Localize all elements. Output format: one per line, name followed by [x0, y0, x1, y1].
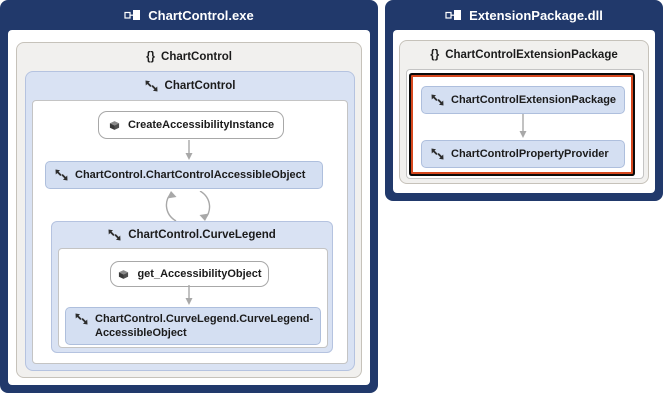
assembly-body: {} ChartControlExtensionPackage	[393, 30, 655, 193]
node-curvelegend-accessibleobject[interactable]: ChartControl.CurveLegend.CurveLegend- Ac…	[65, 307, 321, 345]
class-group-header-curvelegend[interactable]: ChartControl.CurveLegend	[52, 222, 332, 248]
assembly-title: ExtensionPackage.dll	[469, 7, 603, 23]
namespace-header-chartcontrol[interactable]: {} ChartControl	[17, 43, 361, 71]
namespace-header-extensionpackage[interactable]: {} ChartControlExtensionPackage	[400, 41, 648, 69]
node-chartcontrol-accessibleobject[interactable]: ChartControl.ChartControlAccessibleObjec…	[45, 161, 323, 189]
namespace-label: ChartControl	[161, 51, 232, 63]
assembly-icon	[445, 9, 462, 21]
class-group-curvelegend[interactable]: ChartControl.CurveLegend	[51, 221, 333, 353]
node-chartcontrol-extensionpackage[interactable]: ChartControlExtensionPackage	[421, 86, 625, 114]
node-get-accessibility-object[interactable]: get_AccessibilityObject	[110, 261, 269, 287]
edge-create-to-accessibleobject[interactable]	[183, 140, 195, 161]
namespace-label: ChartControlExtensionPackage	[445, 49, 618, 61]
assembly-group-chartcontrol-exe[interactable]: ChartControl.exe {} ChartControl	[0, 0, 378, 393]
class-group-chartcontrol[interactable]: ChartControl Cr	[25, 71, 355, 371]
method-icon	[117, 269, 130, 280]
node-create-accessibility-instance[interactable]: CreateAccessibilityInstance	[98, 111, 284, 139]
class-group-label: ChartControl.CurveLegend	[128, 229, 276, 241]
edge-extensionpackage-to-propertyprovider[interactable]	[517, 114, 529, 139]
node-label: get_AccessibilityObject	[137, 268, 262, 280]
class-group-header-chartcontrol[interactable]: ChartControl	[26, 72, 354, 100]
assembly-icon	[124, 9, 141, 21]
class-group-label: ChartControl	[164, 80, 236, 92]
node-label: ChartControl.ChartControlAccessibleObjec…	[75, 169, 306, 181]
assembly-title: ChartControl.exe	[148, 7, 254, 23]
selection-highlight-group[interactable]: ChartControlExtensionPackage	[411, 75, 633, 174]
namespace-group-chartcontrolextensionpackage[interactable]: {} ChartControlExtensionPackage	[399, 40, 649, 184]
assembly-header-chartcontrol-exe[interactable]: ChartControl.exe	[0, 0, 378, 30]
assembly-body: {} ChartControl ChartControl	[8, 30, 370, 385]
class-icon	[145, 80, 158, 92]
class-icon	[75, 313, 88, 325]
edge-getaccessibility-to-curvelegend-ao[interactable]	[183, 285, 195, 306]
namespace-icon: {}	[146, 51, 156, 63]
class-group-body-curvelegend: get_AccessibilityObject	[58, 248, 328, 348]
node-label: CreateAccessibilityInstance	[127, 119, 275, 131]
namespace-body-extensionpackage: ChartControlExtensionPackage	[406, 69, 644, 179]
namespace-icon: {}	[430, 49, 440, 61]
class-icon	[431, 148, 444, 160]
assembly-group-extensionpackage-dll[interactable]: ExtensionPackage.dll {} ChartControlExte…	[385, 0, 663, 201]
assembly-header-extensionpackage-dll[interactable]: ExtensionPackage.dll	[385, 0, 663, 30]
method-icon	[108, 120, 121, 131]
class-icon	[431, 94, 444, 106]
node-label: ChartControlPropertyProvider	[451, 148, 609, 160]
class-group-body-chartcontrol: CreateAccessibilityInstance	[32, 100, 348, 364]
class-icon	[55, 169, 68, 181]
namespace-group-chartcontrol[interactable]: {} ChartControl ChartControl	[16, 42, 362, 378]
node-label: ChartControlExtensionPackage	[451, 94, 617, 106]
node-chartcontrol-propertyprovider[interactable]: ChartControlPropertyProvider	[421, 140, 625, 168]
node-label: ChartControl.CurveLegend.CurveLegend- Ac…	[95, 313, 314, 339]
edge-cycle-accessibleobject-curvelegend[interactable]	[158, 191, 218, 221]
class-icon	[108, 229, 121, 241]
